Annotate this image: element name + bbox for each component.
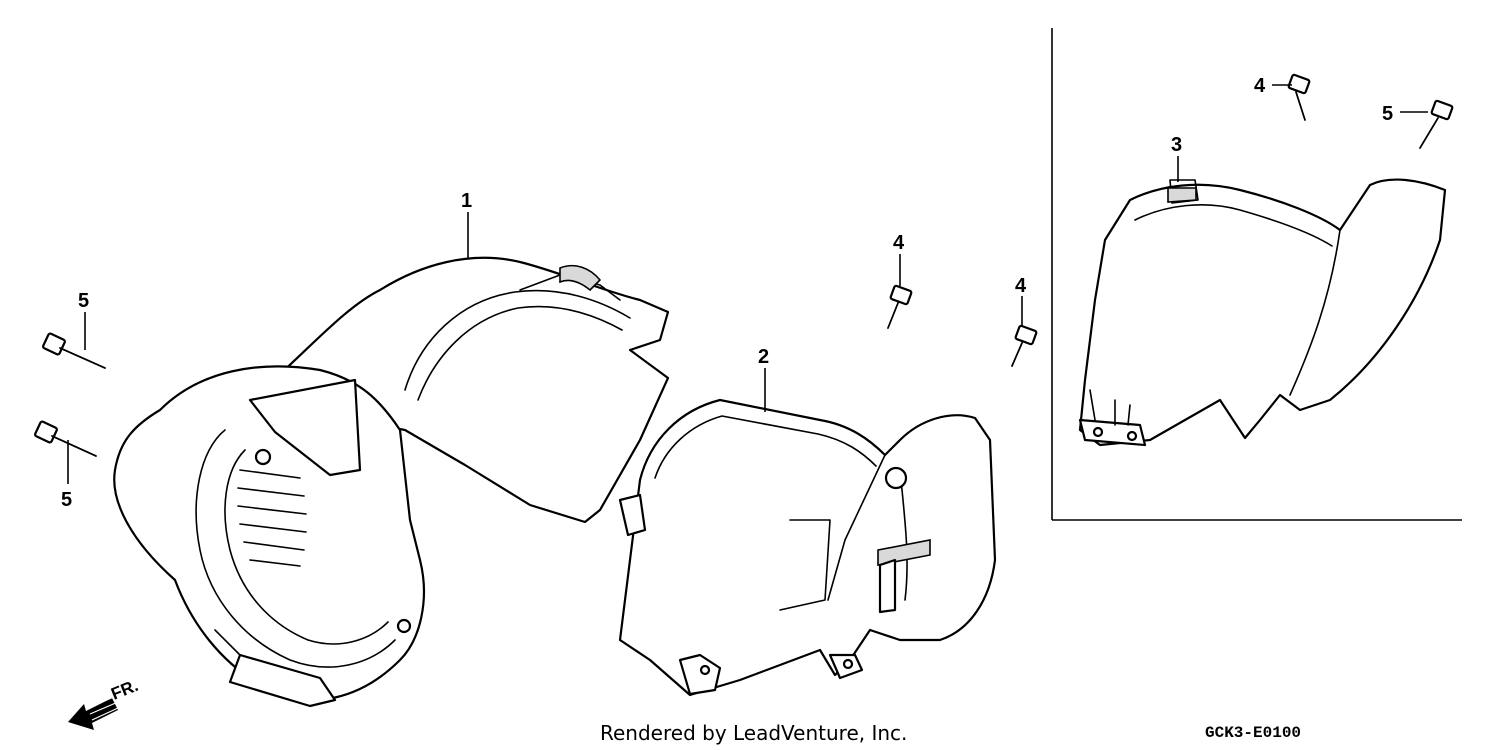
bolt-5-inset[interactable] (1419, 99, 1454, 149)
bolt-4-mid[interactable] (1011, 324, 1038, 367)
callout-bolt-4-center: 4 (893, 232, 905, 254)
diagram-code: GCK3-E0100 (1205, 724, 1301, 742)
front-direction-arrow (68, 695, 119, 730)
callout-part-2: 2 (758, 346, 769, 368)
shroud-part-3[interactable] (1078, 178, 1447, 447)
leader-lines (67, 84, 1428, 484)
bolt-5-upper-left[interactable] (42, 332, 106, 369)
callout-part-3: 3 (1171, 134, 1182, 156)
callout-bolt-4-mid: 4 (1015, 275, 1027, 297)
callout-bolt-5-upper-left: 5 (78, 290, 89, 312)
footer-credit: Rendered by LeadVenture, Inc. (600, 721, 907, 745)
bolt-4-inset[interactable] (1287, 73, 1311, 121)
front-direction-label: FR. (108, 676, 141, 704)
callout-bolt-5-inset: 5 (1382, 103, 1393, 125)
bolt-5-lower-left[interactable] (34, 420, 97, 457)
callout-part-1: 1 (461, 190, 472, 212)
shroud-part-2[interactable] (618, 398, 997, 697)
bolt-4-center[interactable] (887, 284, 913, 329)
cover-vent-slots (237, 469, 307, 567)
inset-frame (1051, 28, 1462, 521)
callout-bolt-4-inset: 4 (1254, 75, 1266, 97)
callout-bolt-5-lower-left: 5 (61, 489, 72, 511)
fan-cover-part-1[interactable] (113, 256, 670, 708)
